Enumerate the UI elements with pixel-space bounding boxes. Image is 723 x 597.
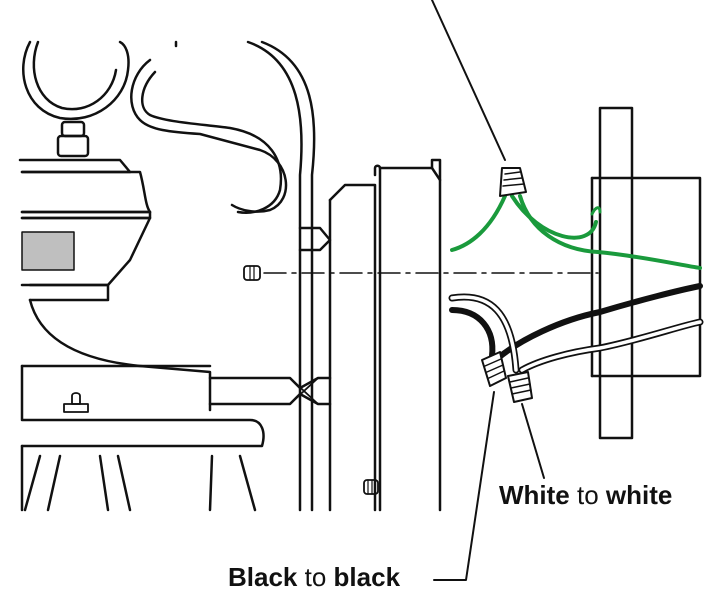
top-leader-line [431,0,506,161]
white-wire-nut [507,371,533,403]
mounting-screw [243,265,599,495]
ground-wire-nut [499,167,527,197]
fixture-scroll-arms [22,40,316,512]
neutral-wires [448,293,704,374]
white-to-white-label: White to white [499,480,672,511]
ground-wires [450,194,702,270]
junction-box [590,106,702,440]
black-to-black-label: Black to black [228,562,400,593]
lamp-glass-panel [21,231,75,271]
black-label-mid: to [304,562,327,592]
support-arm [208,376,332,406]
white-label-mid: to [577,480,599,510]
hot-wires [449,283,703,361]
lamp-body [20,216,265,512]
white-leader-line [521,403,545,479]
canopy-plate [298,158,442,512]
black-leader-line [433,391,495,581]
white-label-last: white [605,480,673,510]
black-label-last: black [333,562,401,592]
lamp-top [18,120,152,220]
white-label-first: White [499,480,570,510]
black-wire-nut [481,351,507,387]
black-label-first: Black [228,562,298,592]
